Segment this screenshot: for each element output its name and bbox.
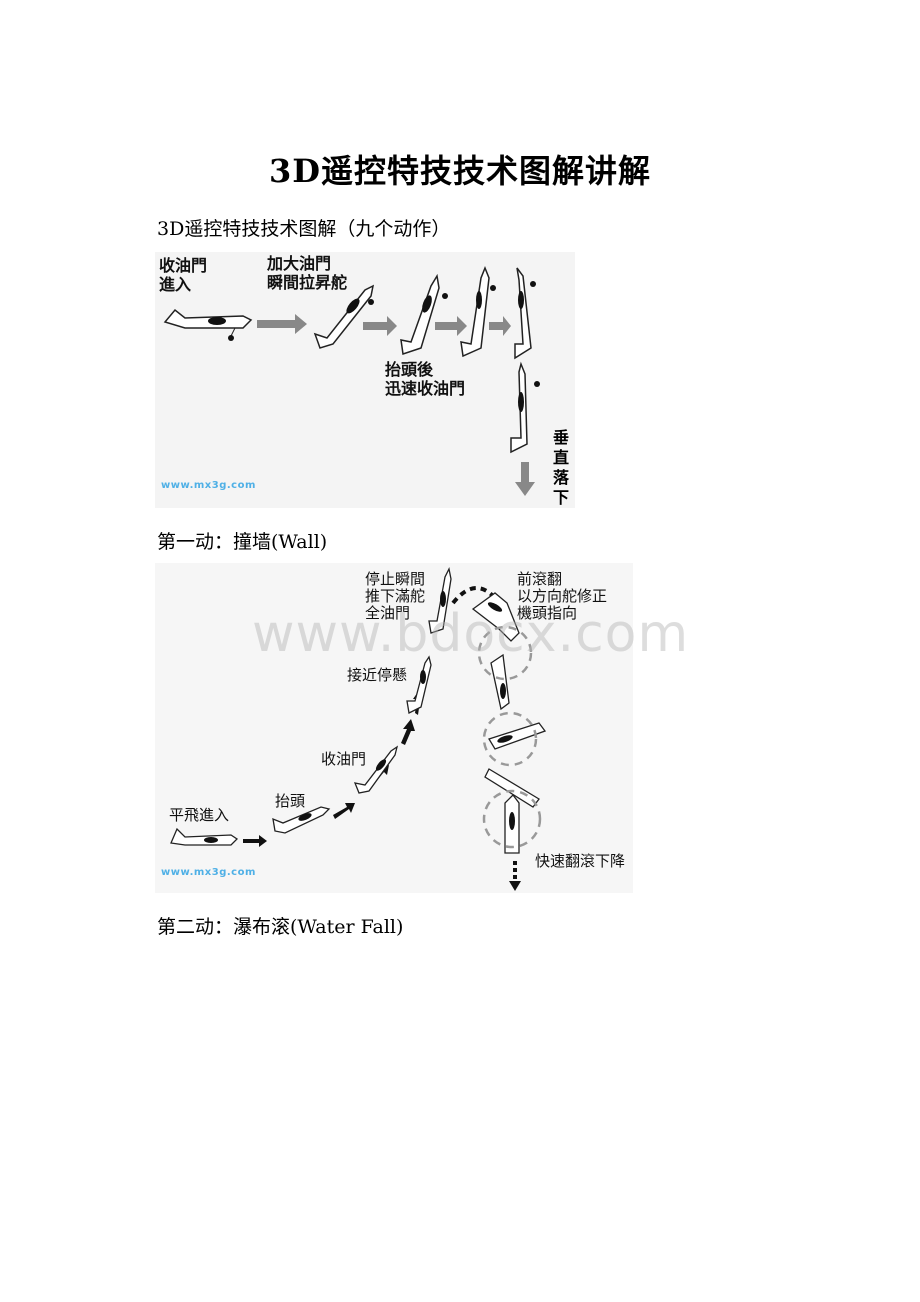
caption-wall: 第一动：撞墙(Wall) xyxy=(157,531,328,553)
plane-pullup-icon xyxy=(272,806,331,834)
label-throttle-in: 收油門 進入 xyxy=(159,256,208,294)
label-stop-moment: 停止瞬間 推下滿舵 全油門 xyxy=(365,570,426,622)
credit-text: www.mx3g.com xyxy=(161,867,256,878)
label-pull-up: 抬頭後 迅速收油門 xyxy=(385,360,466,398)
arrow-right-icon xyxy=(363,316,397,336)
arrow-right-icon xyxy=(489,316,511,336)
label-near-hover: 接近停懸 xyxy=(347,666,408,684)
label-vertical-fall: 垂直落下 xyxy=(553,428,570,507)
label-fast-roll-descent: 快速翻滾下降 xyxy=(535,852,626,870)
label-pull-up: 抬頭 xyxy=(275,792,306,810)
label-throttle-off: 收油門 xyxy=(321,750,367,768)
plane-level-icon xyxy=(170,827,239,846)
wall-figure: 收油門 進入 加大油門 瞬間拉昇舵 抬頭後 迅速收油門 垂直落下 www.mx3… xyxy=(155,252,575,508)
doc-title: 3D遥控特技技术图解讲解 xyxy=(268,152,652,190)
plane-vertical-icon xyxy=(514,267,536,360)
plane-roll-icon xyxy=(490,653,510,711)
plane-level-icon xyxy=(163,308,253,341)
arrow-right-icon xyxy=(435,316,467,336)
intro-paragraph: 3D遥控特技技术图解（九个动作） xyxy=(157,218,451,240)
label-forward-roll: 前滾翻 以方向舵修正 機頭指向 xyxy=(517,570,608,622)
waterfall-figure: 平飛進入 抬頭 收油門 接近停懸 停止瞬間 推下滿舵 全油門 前滾翻 以方向舵修… xyxy=(155,563,633,893)
roll-rotation-icon xyxy=(477,625,542,849)
label-level-entry: 平飛進入 xyxy=(169,806,230,824)
flight-path-arrows xyxy=(243,689,423,847)
plane-stop-icon xyxy=(428,567,452,634)
plane-roll-icon xyxy=(484,768,540,808)
plane-roll-icon xyxy=(488,722,547,750)
caption-waterfall: 第二动：瀑布滚(Water Fall) xyxy=(157,916,404,938)
arrow-down-icon xyxy=(515,462,535,496)
wall-diagram xyxy=(163,265,540,496)
plane-roll-icon xyxy=(504,794,520,854)
plane-climb-steep-icon xyxy=(400,273,448,355)
waterfall-diagram xyxy=(170,567,547,891)
plane-roll-icon xyxy=(471,592,520,642)
plane-hover-icon xyxy=(406,655,432,714)
plane-climb-icon xyxy=(353,745,399,794)
plane-climb-icon xyxy=(313,284,375,349)
arrow-down-icon xyxy=(509,881,521,891)
plane-fall-icon xyxy=(510,361,540,454)
arrow-right-icon xyxy=(257,314,307,334)
plane-vertical-icon xyxy=(460,265,496,358)
label-full-throttle: 加大油門 瞬間拉昇舵 xyxy=(267,254,348,292)
credit-text: www.mx3g.com xyxy=(161,480,256,491)
